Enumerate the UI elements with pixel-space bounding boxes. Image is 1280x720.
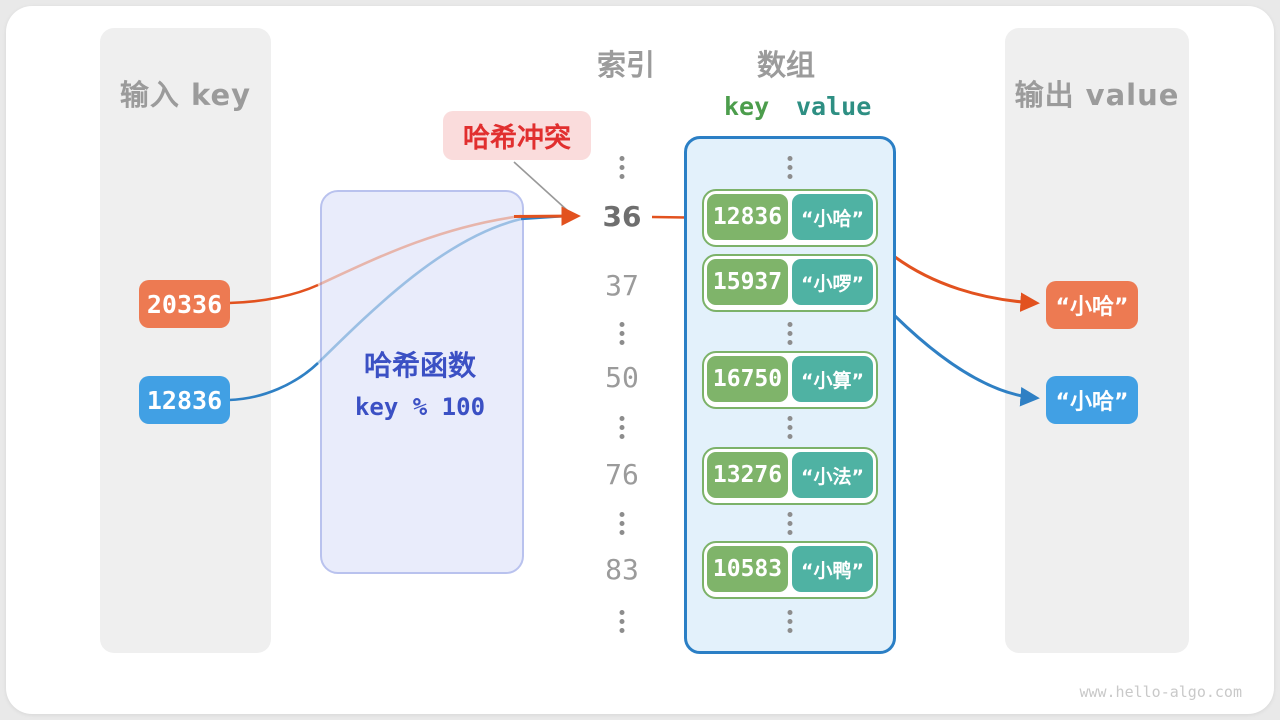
- row-value: “小算”: [792, 356, 873, 402]
- row-value: “小法”: [792, 452, 873, 498]
- hash-function-formula: key % 100: [354, 393, 486, 421]
- row-key: 16750: [707, 356, 788, 402]
- index-value-50: 50: [605, 361, 639, 394]
- ellipsis-dots: [787, 156, 793, 179]
- output-value-orange: “小哈”: [1046, 281, 1138, 329]
- ellipsis-dots: [787, 610, 793, 633]
- array-row-16750: 16750 “小算”: [702, 351, 878, 409]
- ellipsis-dots: [619, 512, 625, 535]
- index-value-36: 36: [602, 200, 642, 233]
- array-row-12836: 12836 “小哈”: [702, 189, 878, 247]
- output-panel-title: 输出 value: [1014, 78, 1180, 112]
- hash-collision-badge: 哈希冲突: [443, 111, 591, 160]
- ellipsis-dots: [619, 156, 625, 179]
- array-column-title: 数组: [757, 48, 816, 82]
- ellipsis-dots: [619, 610, 625, 633]
- ellipsis-dots: [787, 416, 793, 439]
- row-key: 12836: [707, 194, 788, 240]
- index-column-title: 索引: [597, 48, 656, 82]
- row-key: 13276: [707, 452, 788, 498]
- ellipsis-dots: [787, 512, 793, 535]
- ellipsis-dots: [787, 322, 793, 345]
- row-value: “小哈”: [792, 194, 873, 240]
- array-key-header: key: [724, 92, 770, 121]
- index-value-83: 83: [605, 553, 639, 586]
- index-value-37: 37: [605, 269, 639, 302]
- row-value: “小啰”: [792, 259, 873, 305]
- hash-function-box: [320, 190, 524, 574]
- array-row-15937: 15937 “小啰”: [702, 254, 878, 312]
- row-key: 10583: [707, 546, 788, 592]
- ellipsis-dots: [619, 416, 625, 439]
- ellipsis-dots: [619, 322, 625, 345]
- array-row-13276: 13276 “小法”: [702, 447, 878, 505]
- input-panel-title: 输入 key: [119, 78, 252, 112]
- row-key: 15937: [707, 259, 788, 305]
- array-value-header: value: [796, 92, 872, 121]
- input-panel: 输入 key: [100, 28, 271, 653]
- hash-function-title: 哈希函数: [363, 349, 476, 382]
- input-key-12836: 12836: [139, 376, 230, 424]
- output-panel: 输出 value: [1005, 28, 1189, 653]
- output-value-blue: “小哈”: [1046, 376, 1138, 424]
- input-key-20336: 20336: [139, 280, 230, 328]
- array-row-10583: 10583 “小鸭”: [702, 541, 878, 599]
- website-watermark: www.hello-algo.com: [1079, 683, 1242, 701]
- index-value-76: 76: [605, 458, 639, 491]
- row-value: “小鸭”: [792, 546, 873, 592]
